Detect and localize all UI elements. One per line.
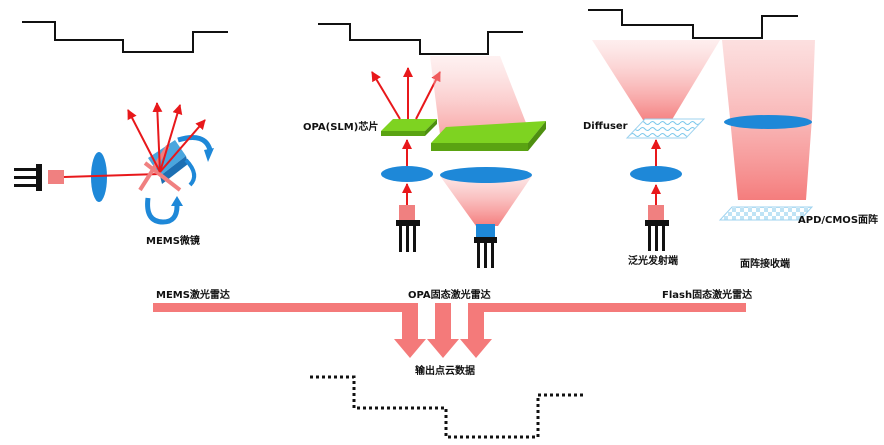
diffuser-label: Diffuser bbox=[583, 121, 628, 132]
mems-connector-icon bbox=[14, 164, 42, 191]
opa-tx-lens bbox=[381, 166, 433, 182]
opa-waveform bbox=[318, 23, 523, 55]
opa-rx-detector-icon bbox=[474, 224, 497, 268]
array-receiver-label: 面阵接收端 bbox=[740, 257, 790, 270]
mems-mirror-label: MEMS微镜 bbox=[146, 234, 200, 247]
opa-laser-source bbox=[399, 205, 415, 220]
flash-section: Diffuser APD/CMOS面阵 泛光发射端 面阵接收端 bbox=[583, 9, 878, 270]
opa-rx-beam-lower bbox=[440, 176, 532, 226]
merge-section: MEMS激光雷达 OPA固态激光雷达 Flash固态激光雷达 输出点云数据 bbox=[153, 288, 752, 439]
mems-section: MEMS微镜 bbox=[14, 21, 228, 247]
flash-waveform bbox=[588, 9, 798, 39]
opa-connector-icon bbox=[396, 220, 420, 252]
apd-cmos-label: APD/CMOS面阵 bbox=[798, 213, 878, 226]
flash-laser-source bbox=[648, 205, 664, 220]
flash-emitter-beam bbox=[592, 40, 720, 123]
opa-section: OPA(SLM)芯片 bbox=[303, 23, 546, 268]
diffuser-plate bbox=[625, 118, 706, 139]
merge-bar bbox=[153, 303, 746, 358]
flash-lidar-label: Flash固态激光雷达 bbox=[662, 288, 752, 301]
opa-chip bbox=[381, 119, 437, 136]
flash-connector-icon bbox=[645, 220, 669, 251]
output-label: 输出点云数据 bbox=[415, 364, 475, 377]
mems-rotation-arrows bbox=[145, 135, 214, 225]
mems-scan-beams bbox=[127, 102, 206, 173]
opa-steered-beams bbox=[371, 67, 441, 120]
opa-rx-lens bbox=[440, 167, 532, 183]
mems-waveform bbox=[22, 21, 228, 53]
output-waveform bbox=[310, 375, 585, 439]
flash-tx-lens bbox=[630, 166, 682, 182]
mems-lens bbox=[91, 152, 107, 202]
opa-chip-label: OPA(SLM)芯片 bbox=[303, 120, 378, 133]
mems-beam-in bbox=[63, 173, 161, 178]
flash-rx-lens bbox=[724, 115, 812, 129]
opa-lidar-label: OPA固态激光雷达 bbox=[408, 288, 491, 301]
opa-rx-plate bbox=[431, 121, 546, 151]
flood-emitter-label: 泛光发射端 bbox=[628, 254, 678, 267]
mems-laser-source bbox=[48, 170, 64, 184]
mems-lidar-label: MEMS激光雷达 bbox=[156, 288, 230, 301]
apd-cmos-array bbox=[718, 206, 814, 221]
